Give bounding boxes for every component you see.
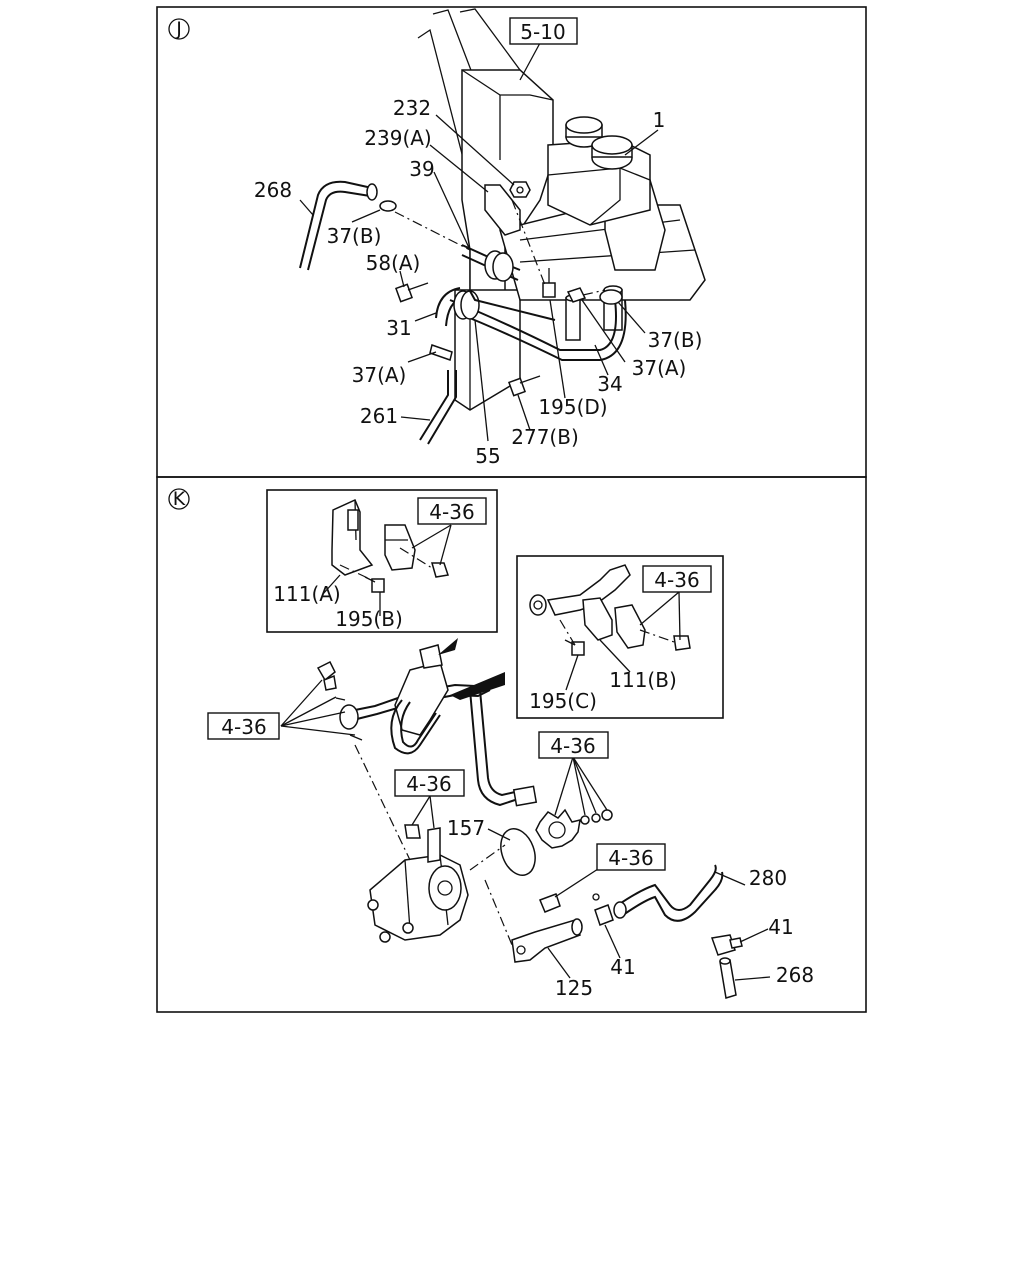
label-31[interactable]: 31 <box>386 316 411 340</box>
label-195b[interactable]: 195(B) <box>335 607 403 631</box>
label-195c[interactable]: 195(C) <box>529 689 597 713</box>
label-37a-left[interactable]: 37(A) <box>352 363 407 387</box>
svg-text:4-36: 4-36 <box>406 772 451 796</box>
label-232[interactable]: 232 <box>393 96 431 120</box>
label-41-a[interactable]: 41 <box>610 955 635 979</box>
panel-k-frame <box>156 476 867 1013</box>
label-195d[interactable]: 195(D) <box>538 395 607 419</box>
svg-text:4-36: 4-36 <box>550 734 595 758</box>
panel-j-marker: J <box>168 18 190 40</box>
label-1[interactable]: 1 <box>653 108 666 132</box>
label-125[interactable]: 125 <box>555 976 593 1000</box>
label-239a[interactable]: 239(A) <box>364 126 431 150</box>
ref-box-5-10[interactable]: 5-10 <box>509 17 578 45</box>
svg-text:5-10: 5-10 <box>520 20 565 44</box>
bolt-277b <box>508 375 541 397</box>
ref-box-4-36-c[interactable]: 4-36 <box>207 712 280 740</box>
bolt-195c <box>564 639 585 656</box>
label-111b[interactable]: 111(B) <box>609 668 677 692</box>
ref-box-4-36-e[interactable]: 4-36 <box>394 769 465 797</box>
bracket-111a <box>331 498 449 593</box>
label-280[interactable]: 280 <box>749 866 787 890</box>
label-268-k[interactable]: 268 <box>776 963 814 987</box>
label-37b-left[interactable]: 37(B) <box>327 224 382 248</box>
bolt-195d <box>542 268 556 298</box>
svg-text:4-36: 4-36 <box>654 568 699 592</box>
ref-box-4-36-a[interactable]: 4-36 <box>417 497 487 525</box>
ref-box-4-36-f[interactable]: 4-36 <box>596 843 666 871</box>
label-41-b[interactable]: 41 <box>768 915 793 939</box>
panel-k-marker: K <box>168 488 190 510</box>
svg-text:J: J <box>175 18 182 40</box>
svg-text:K: K <box>173 488 186 510</box>
label-55[interactable]: 55 <box>475 444 500 468</box>
bolt-58a <box>395 282 429 303</box>
label-34[interactable]: 34 <box>597 372 622 396</box>
label-39[interactable]: 39 <box>409 157 434 181</box>
svg-text:4-36: 4-36 <box>608 846 653 870</box>
svg-text:4-36: 4-36 <box>429 500 474 524</box>
ref-box-4-36-d[interactable]: 4-36 <box>538 731 609 759</box>
panel-j-leaders <box>299 42 659 442</box>
inset-111a-frame <box>266 489 498 633</box>
label-268-j[interactable]: 268 <box>254 178 292 202</box>
ref-box-4-36-b[interactable]: 4-36 <box>642 565 712 593</box>
inset-111b-frame <box>516 555 724 719</box>
label-58a[interactable]: 58(A) <box>366 251 421 275</box>
panel-j-illustration <box>299 8 706 445</box>
panel-k-leaders <box>280 524 771 981</box>
label-277b[interactable]: 277(B) <box>511 425 579 449</box>
label-157[interactable]: 157 <box>447 816 485 840</box>
bracket-111b <box>529 564 691 656</box>
bolt-195b <box>364 576 385 593</box>
label-37a-right[interactable]: 37(A) <box>632 356 687 380</box>
panel-k-illustration <box>316 638 743 999</box>
label-261[interactable]: 261 <box>360 404 398 428</box>
label-111a[interactable]: 111(A) <box>273 582 340 606</box>
label-37b-right[interactable]: 37(B) <box>648 328 703 352</box>
svg-text:4-36: 4-36 <box>221 715 266 739</box>
